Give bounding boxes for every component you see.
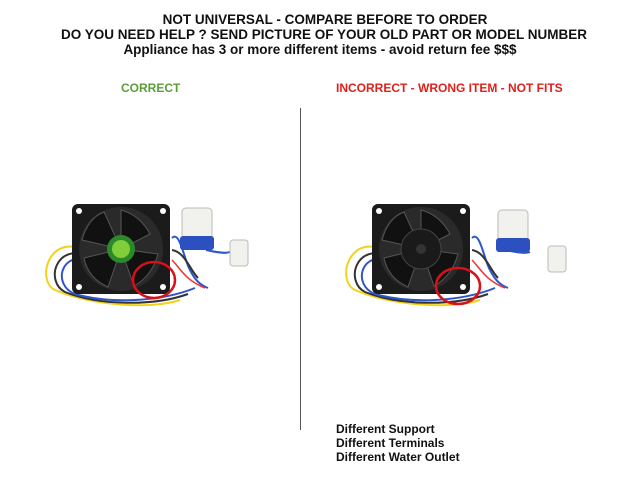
divider	[300, 108, 301, 430]
correct-fan-image	[30, 190, 270, 340]
difference-item: Different Water Outlet	[336, 450, 460, 464]
header-line-1: NOT UNIVERSAL - COMPARE BEFORE TO ORDER	[162, 12, 488, 27]
header-line-3: Appliance has 3 or more different items …	[123, 42, 517, 57]
header: NOT UNIVERSAL - COMPARE BEFORE TO ORDER …	[0, 12, 640, 57]
difference-item: Different Terminals	[336, 436, 445, 450]
incorrect-label: INCORRECT - WRONG ITEM - NOT FITS	[336, 81, 563, 95]
correct-label: CORRECT	[121, 81, 181, 95]
differences-list: Different Support Different Terminals Di…	[336, 422, 460, 464]
header-line-2: DO YOU NEED HELP ? SEND PICTURE OF YOUR …	[60, 27, 588, 42]
fan-icon	[345, 204, 567, 307]
difference-item: Different Support	[336, 422, 435, 436]
fan-icon	[45, 204, 249, 307]
incorrect-fan-image	[330, 190, 570, 340]
